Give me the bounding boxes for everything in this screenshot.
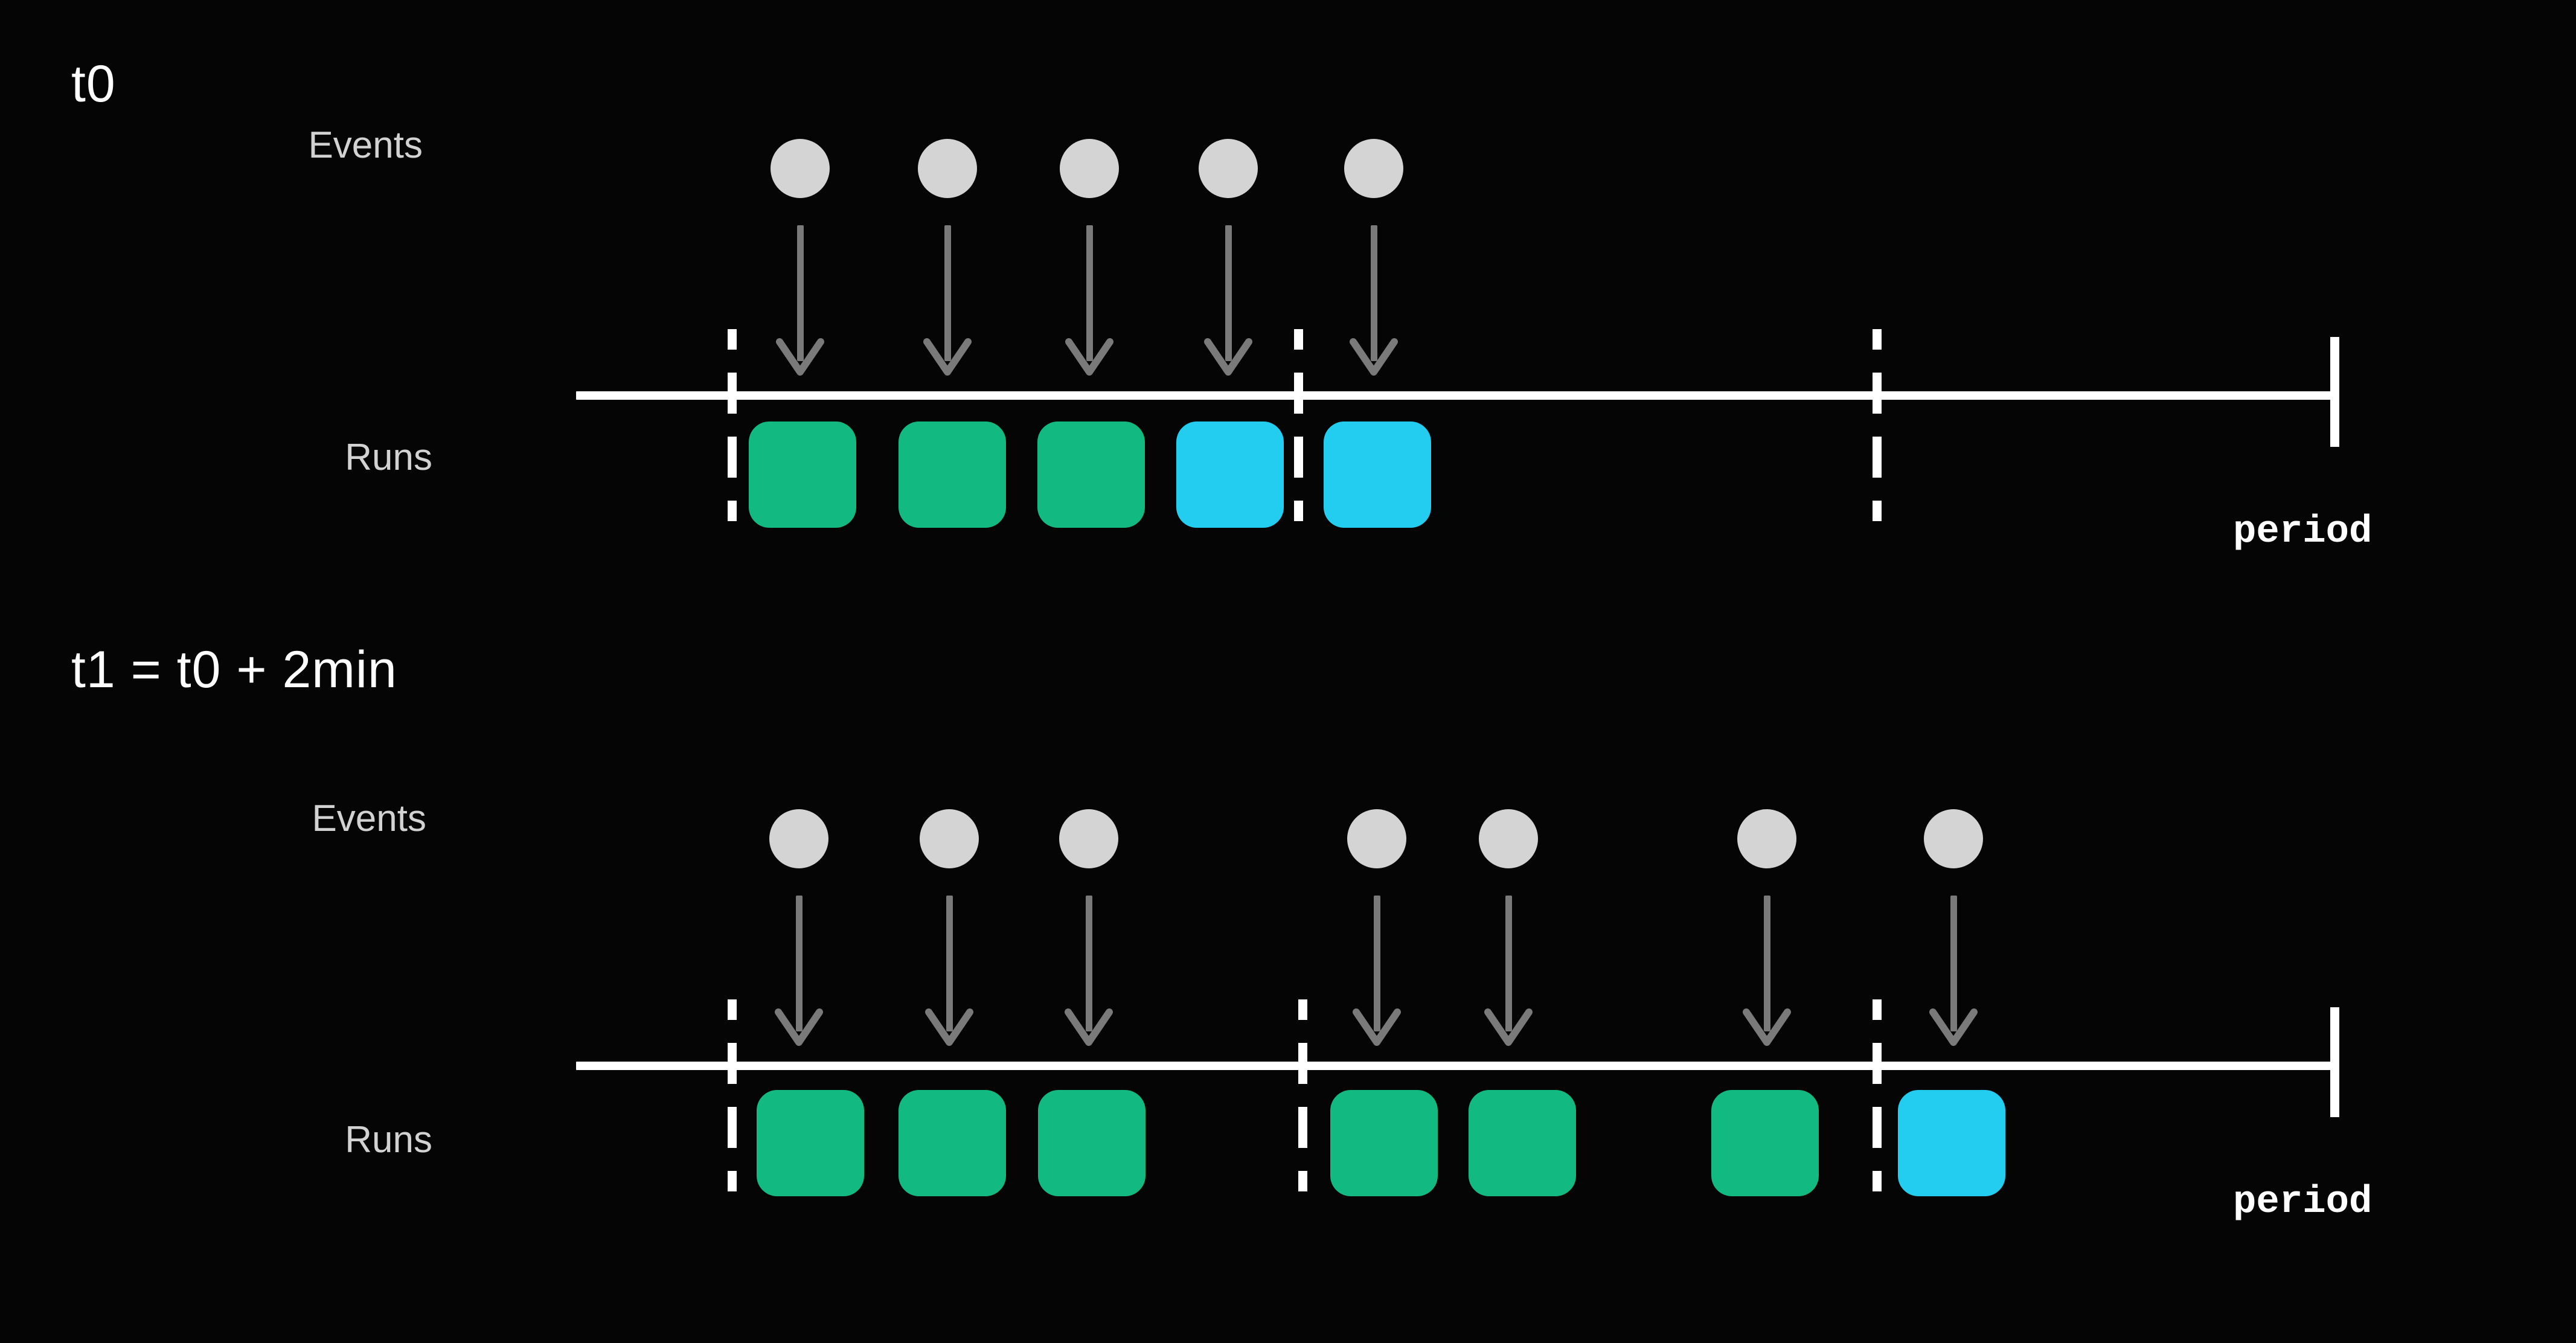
period-end-tick-t0 (2330, 337, 2339, 447)
event-dot-t0-3 (1199, 139, 1258, 198)
run-box-t1-3 (1330, 1090, 1438, 1196)
runs-row-label-t0: Runs (345, 437, 432, 478)
event-arrow-shaft-t1-0 (795, 896, 803, 1031)
events-row-label-t0: Events (308, 124, 423, 166)
event-arrow-shaft-t0-1 (944, 225, 951, 361)
period-boundary-t1-2 (1873, 999, 1882, 1191)
event-arrow-shaft-t0-3 (1225, 225, 1232, 361)
period-label-t0: period (2233, 510, 2373, 554)
event-arrow-shaft-t1-6 (1950, 896, 1957, 1031)
timeline-axis-t1 (576, 1062, 2334, 1070)
period-boundary-t0-2 (1873, 329, 1882, 521)
event-arrow-shaft-t0-2 (1086, 225, 1093, 361)
run-box-t0-1 (899, 421, 1006, 528)
event-arrow-shaft-t0-4 (1370, 225, 1377, 361)
event-dot-t0-1 (918, 139, 977, 198)
run-box-t1-5 (1711, 1090, 1819, 1196)
event-dot-t1-2 (1059, 809, 1118, 868)
event-arrow-shaft-t1-1 (946, 896, 953, 1031)
timeline-axis-t0 (576, 391, 2334, 400)
run-box-t1-4 (1469, 1090, 1576, 1196)
event-dot-t1-5 (1737, 809, 1796, 868)
event-arrow-shaft-t0-0 (796, 225, 804, 361)
section-title-t1: t1 = t0 + 2min (71, 641, 397, 699)
event-dot-t0-2 (1060, 139, 1119, 198)
event-dot-t1-0 (769, 809, 828, 868)
run-box-t0-4 (1324, 421, 1431, 528)
period-boundary-t0-1 (1294, 329, 1303, 521)
event-dot-t1-3 (1347, 809, 1406, 868)
event-arrow-shaft-t1-2 (1085, 896, 1092, 1031)
period-end-tick-t1 (2330, 1007, 2339, 1117)
event-dot-t1-6 (1924, 809, 1983, 868)
event-dot-t0-4 (1344, 139, 1403, 198)
run-box-t1-6 (1898, 1090, 2005, 1196)
run-box-t0-2 (1037, 421, 1145, 528)
run-box-t0-0 (749, 421, 856, 528)
run-box-t1-0 (757, 1090, 864, 1196)
section-title-t0: t0 (71, 55, 116, 113)
period-label-t1: period (2233, 1181, 2373, 1224)
run-box-t1-1 (899, 1090, 1006, 1196)
events-row-label-t1: Events (312, 798, 426, 839)
period-boundary-t1-1 (1298, 999, 1307, 1191)
event-arrow-shaft-t1-3 (1373, 896, 1380, 1031)
runs-row-label-t1: Runs (345, 1119, 432, 1161)
period-boundary-t1-0 (728, 999, 737, 1191)
event-dot-t0-0 (771, 139, 830, 198)
period-boundary-t0-0 (728, 329, 737, 521)
run-box-t1-2 (1038, 1090, 1145, 1196)
run-box-t0-3 (1176, 421, 1284, 528)
event-arrow-shaft-t1-4 (1505, 896, 1512, 1031)
event-arrow-shaft-t1-5 (1763, 896, 1770, 1031)
event-dot-t1-1 (920, 809, 979, 868)
event-dot-t1-4 (1479, 809, 1538, 868)
